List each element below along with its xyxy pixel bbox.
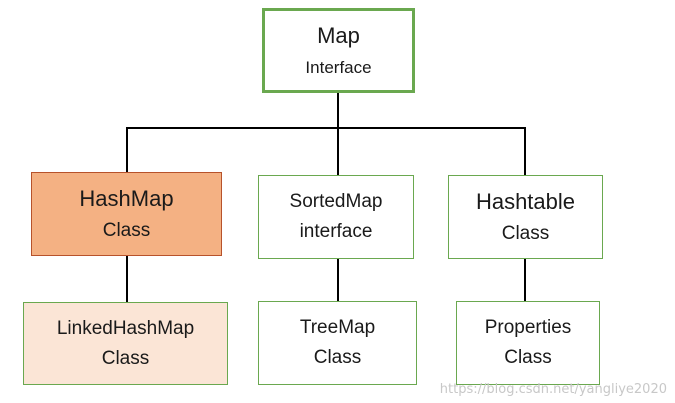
treemap-node-kind: Class xyxy=(313,347,362,368)
treemap-node: TreeMap Class xyxy=(258,301,417,385)
linkedhashmap-node-kind: Class xyxy=(101,347,150,369)
connector-map-down xyxy=(337,92,339,128)
properties-node-kind: Class xyxy=(504,347,552,368)
hashmap-node: HashMap Class xyxy=(31,172,222,256)
sortedmap-node-kind: interface xyxy=(299,221,373,242)
properties-node-name: Properties xyxy=(484,317,572,339)
connector-sortedmap-treemap xyxy=(337,258,339,302)
connector-hashmap-linked xyxy=(126,255,128,303)
sortedmap-node-name: SortedMap xyxy=(289,191,383,213)
hashtable-node-kind: Class xyxy=(501,223,550,245)
hashmap-node-name: HashMap xyxy=(79,186,174,212)
hashtable-node: Hashtable Class xyxy=(448,175,603,259)
linkedhashmap-node-name: LinkedHashMap xyxy=(56,317,195,339)
connector-to-hashtable xyxy=(524,127,526,175)
map-node-name: Map xyxy=(317,23,360,49)
connector-to-sortedmap xyxy=(337,127,339,175)
hashmap-node-kind: Class xyxy=(102,220,151,242)
connector-horizontal-bus xyxy=(126,127,526,129)
treemap-node-name: TreeMap xyxy=(299,317,376,339)
map-node: Map Interface xyxy=(262,8,415,93)
sortedmap-node: SortedMap interface xyxy=(258,175,414,259)
linkedhashmap-node: LinkedHashMap Class xyxy=(23,302,228,385)
connector-hashtable-properties xyxy=(524,258,526,302)
hashtable-node-name: Hashtable xyxy=(475,189,576,215)
map-node-kind: Interface xyxy=(305,57,372,77)
watermark: https://blog.csdn.net/yangliye2020 xyxy=(439,382,667,397)
properties-node: Properties Class xyxy=(456,301,600,385)
connector-to-hashmap xyxy=(126,127,128,173)
